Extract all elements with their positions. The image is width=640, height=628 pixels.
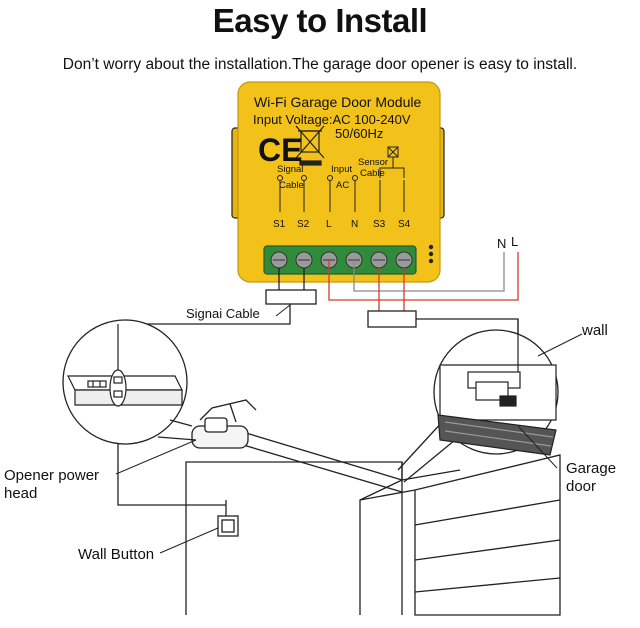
group-input-label: Input [331,164,353,175]
garage-door-label-line1: Garage [566,460,617,477]
ce-mark: CE [258,132,303,168]
garage-door-label-line2: door [566,478,597,495]
terminal-label-s1: S1 [273,219,286,230]
opener-label-line2: head [4,485,38,502]
terminal-label-s3: S3 [373,219,386,230]
terminal-label-s4: S4 [398,219,411,230]
label-pointers [115,304,583,554]
opener-zoom-detail [67,324,183,407]
module-body [237,81,441,283]
group-signal-label: Signal [277,164,304,175]
neutral-label: N [497,236,507,251]
garage-door [414,454,561,616]
wall-label: wall [582,322,608,339]
wall-zoom-detail [437,319,557,456]
module-name: Wi-Fi Garage Door Module [254,94,422,110]
group-ac-label: AC [336,180,350,191]
terminal-label-s2: S2 [297,219,310,230]
page-subtitle: Don’t worry about the installation.The g… [62,56,578,73]
terminal-label-n: N [351,219,359,230]
group-cable2-label: Cable [360,168,385,179]
group-sensor-label: Sensor [358,157,389,168]
page-title: Easy to Install [212,2,428,39]
terminal-label-l: L [326,219,332,230]
group-cable1-label: Cable [279,180,304,191]
live-label: L [511,234,519,249]
module-voltage: Input Voltage:AC 100-240V [253,112,411,127]
module-schematic [277,146,405,212]
module-frequency: 50/60Hz [335,126,384,141]
garage-structure [62,319,561,616]
opener-label-line1: Opener power [4,467,100,484]
signal-cable-label: Signai Cable [186,306,260,321]
weee-bin-icon [295,125,325,166]
wall-button-label: Wall Button [78,546,155,563]
